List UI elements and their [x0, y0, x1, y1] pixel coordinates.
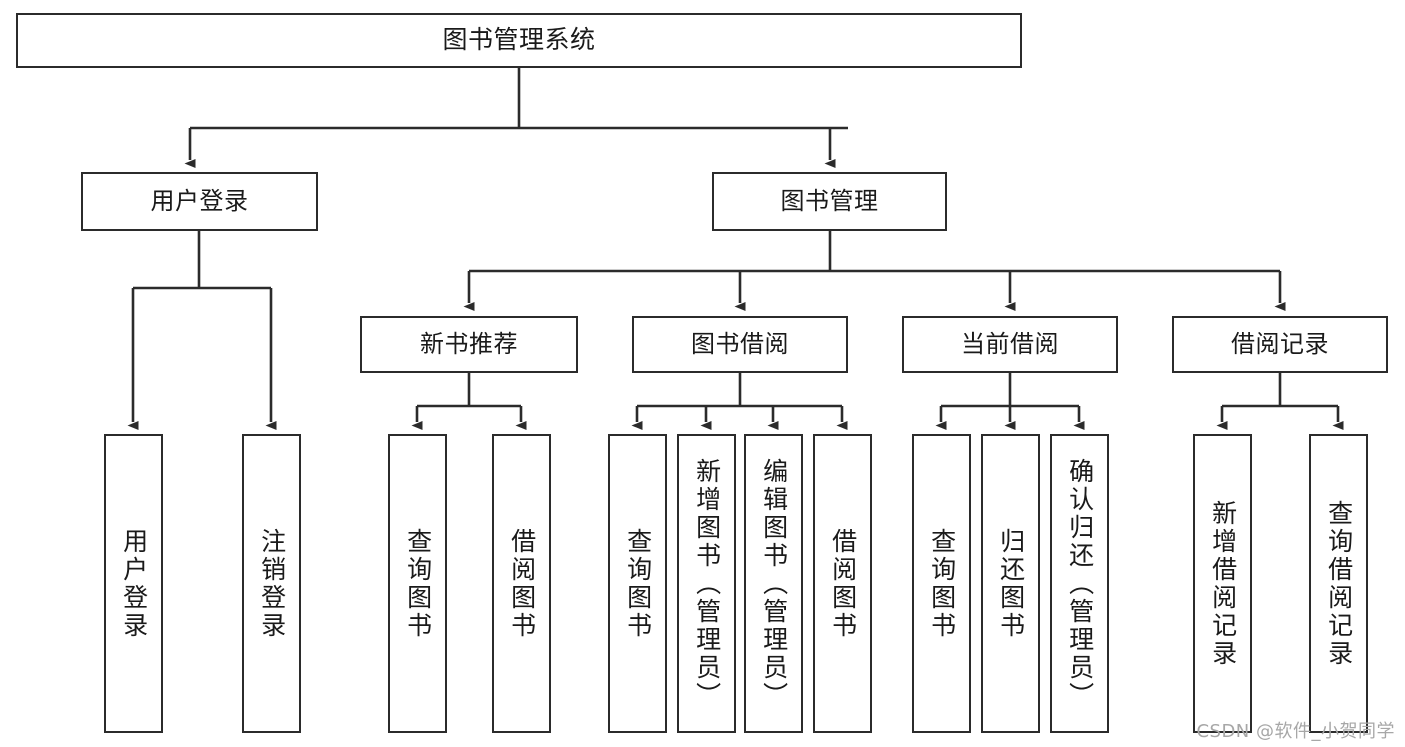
leaf-user-login[interactable]: 用户登录	[104, 434, 163, 733]
node-new-book-recommend-label: 新书推荐	[420, 329, 518, 358]
leaf-borrow-book-1[interactable]: 借阅图书	[492, 434, 551, 733]
node-root[interactable]: 图书管理系统	[16, 13, 1022, 68]
node-borrow-record-label: 借阅记录	[1231, 329, 1329, 358]
leaf-return-book-label: 归还图书	[996, 527, 1026, 640]
node-borrow-record[interactable]: 借阅记录	[1172, 316, 1388, 373]
node-current-borrow[interactable]: 当前借阅	[902, 316, 1118, 373]
node-user-login-label: 用户登录	[150, 186, 249, 215]
node-user-login[interactable]: 用户登录	[81, 172, 318, 231]
leaf-query-book-2-label: 查询图书	[623, 527, 653, 640]
leaf-confirm-return-admin-label: 确认归还（管理员）	[1065, 457, 1095, 710]
leaf-query-book-3-label: 查询图书	[927, 527, 957, 640]
leaf-query-book-3[interactable]: 查询图书	[912, 434, 971, 733]
node-book-manage[interactable]: 图书管理	[712, 172, 947, 231]
leaf-borrow-book-2-label: 借阅图书	[828, 527, 858, 640]
leaf-user-login-label: 用户登录	[119, 527, 149, 640]
node-new-book-recommend[interactable]: 新书推荐	[360, 316, 578, 373]
leaf-edit-book-admin-label: 编辑图书（管理员）	[759, 457, 789, 710]
leaf-user-logout[interactable]: 注销登录	[242, 434, 301, 733]
leaf-query-book-1[interactable]: 查询图书	[388, 434, 447, 733]
node-book-borrow-label: 图书借阅	[691, 329, 789, 358]
leaf-query-borrow-record[interactable]: 查询借阅记录	[1309, 434, 1368, 733]
node-book-borrow[interactable]: 图书借阅	[632, 316, 848, 373]
leaf-query-borrow-record-label: 查询借阅记录	[1324, 499, 1354, 668]
watermark-text: CSDN @软件_小贺同学	[1196, 721, 1395, 742]
leaf-add-borrow-record-label: 新增借阅记录	[1208, 499, 1238, 668]
leaf-borrow-book-2[interactable]: 借阅图书	[813, 434, 872, 733]
leaf-user-logout-label: 注销登录	[257, 527, 287, 640]
leaf-add-book-admin[interactable]: 新增图书（管理员）	[677, 434, 736, 733]
leaf-confirm-return-admin[interactable]: 确认归还（管理员）	[1050, 434, 1109, 733]
node-root-label: 图书管理系统	[442, 25, 596, 55]
node-current-borrow-label: 当前借阅	[961, 329, 1059, 358]
leaf-query-book-1-label: 查询图书	[403, 527, 433, 640]
leaf-return-book[interactable]: 归还图书	[981, 434, 1040, 733]
leaf-add-book-admin-label: 新增图书（管理员）	[692, 457, 722, 710]
node-book-manage-label: 图书管理	[780, 186, 879, 215]
leaf-edit-book-admin[interactable]: 编辑图书（管理员）	[744, 434, 803, 733]
leaf-query-book-2[interactable]: 查询图书	[608, 434, 667, 733]
leaf-borrow-book-1-label: 借阅图书	[507, 527, 537, 640]
leaf-add-borrow-record[interactable]: 新增借阅记录	[1193, 434, 1252, 733]
